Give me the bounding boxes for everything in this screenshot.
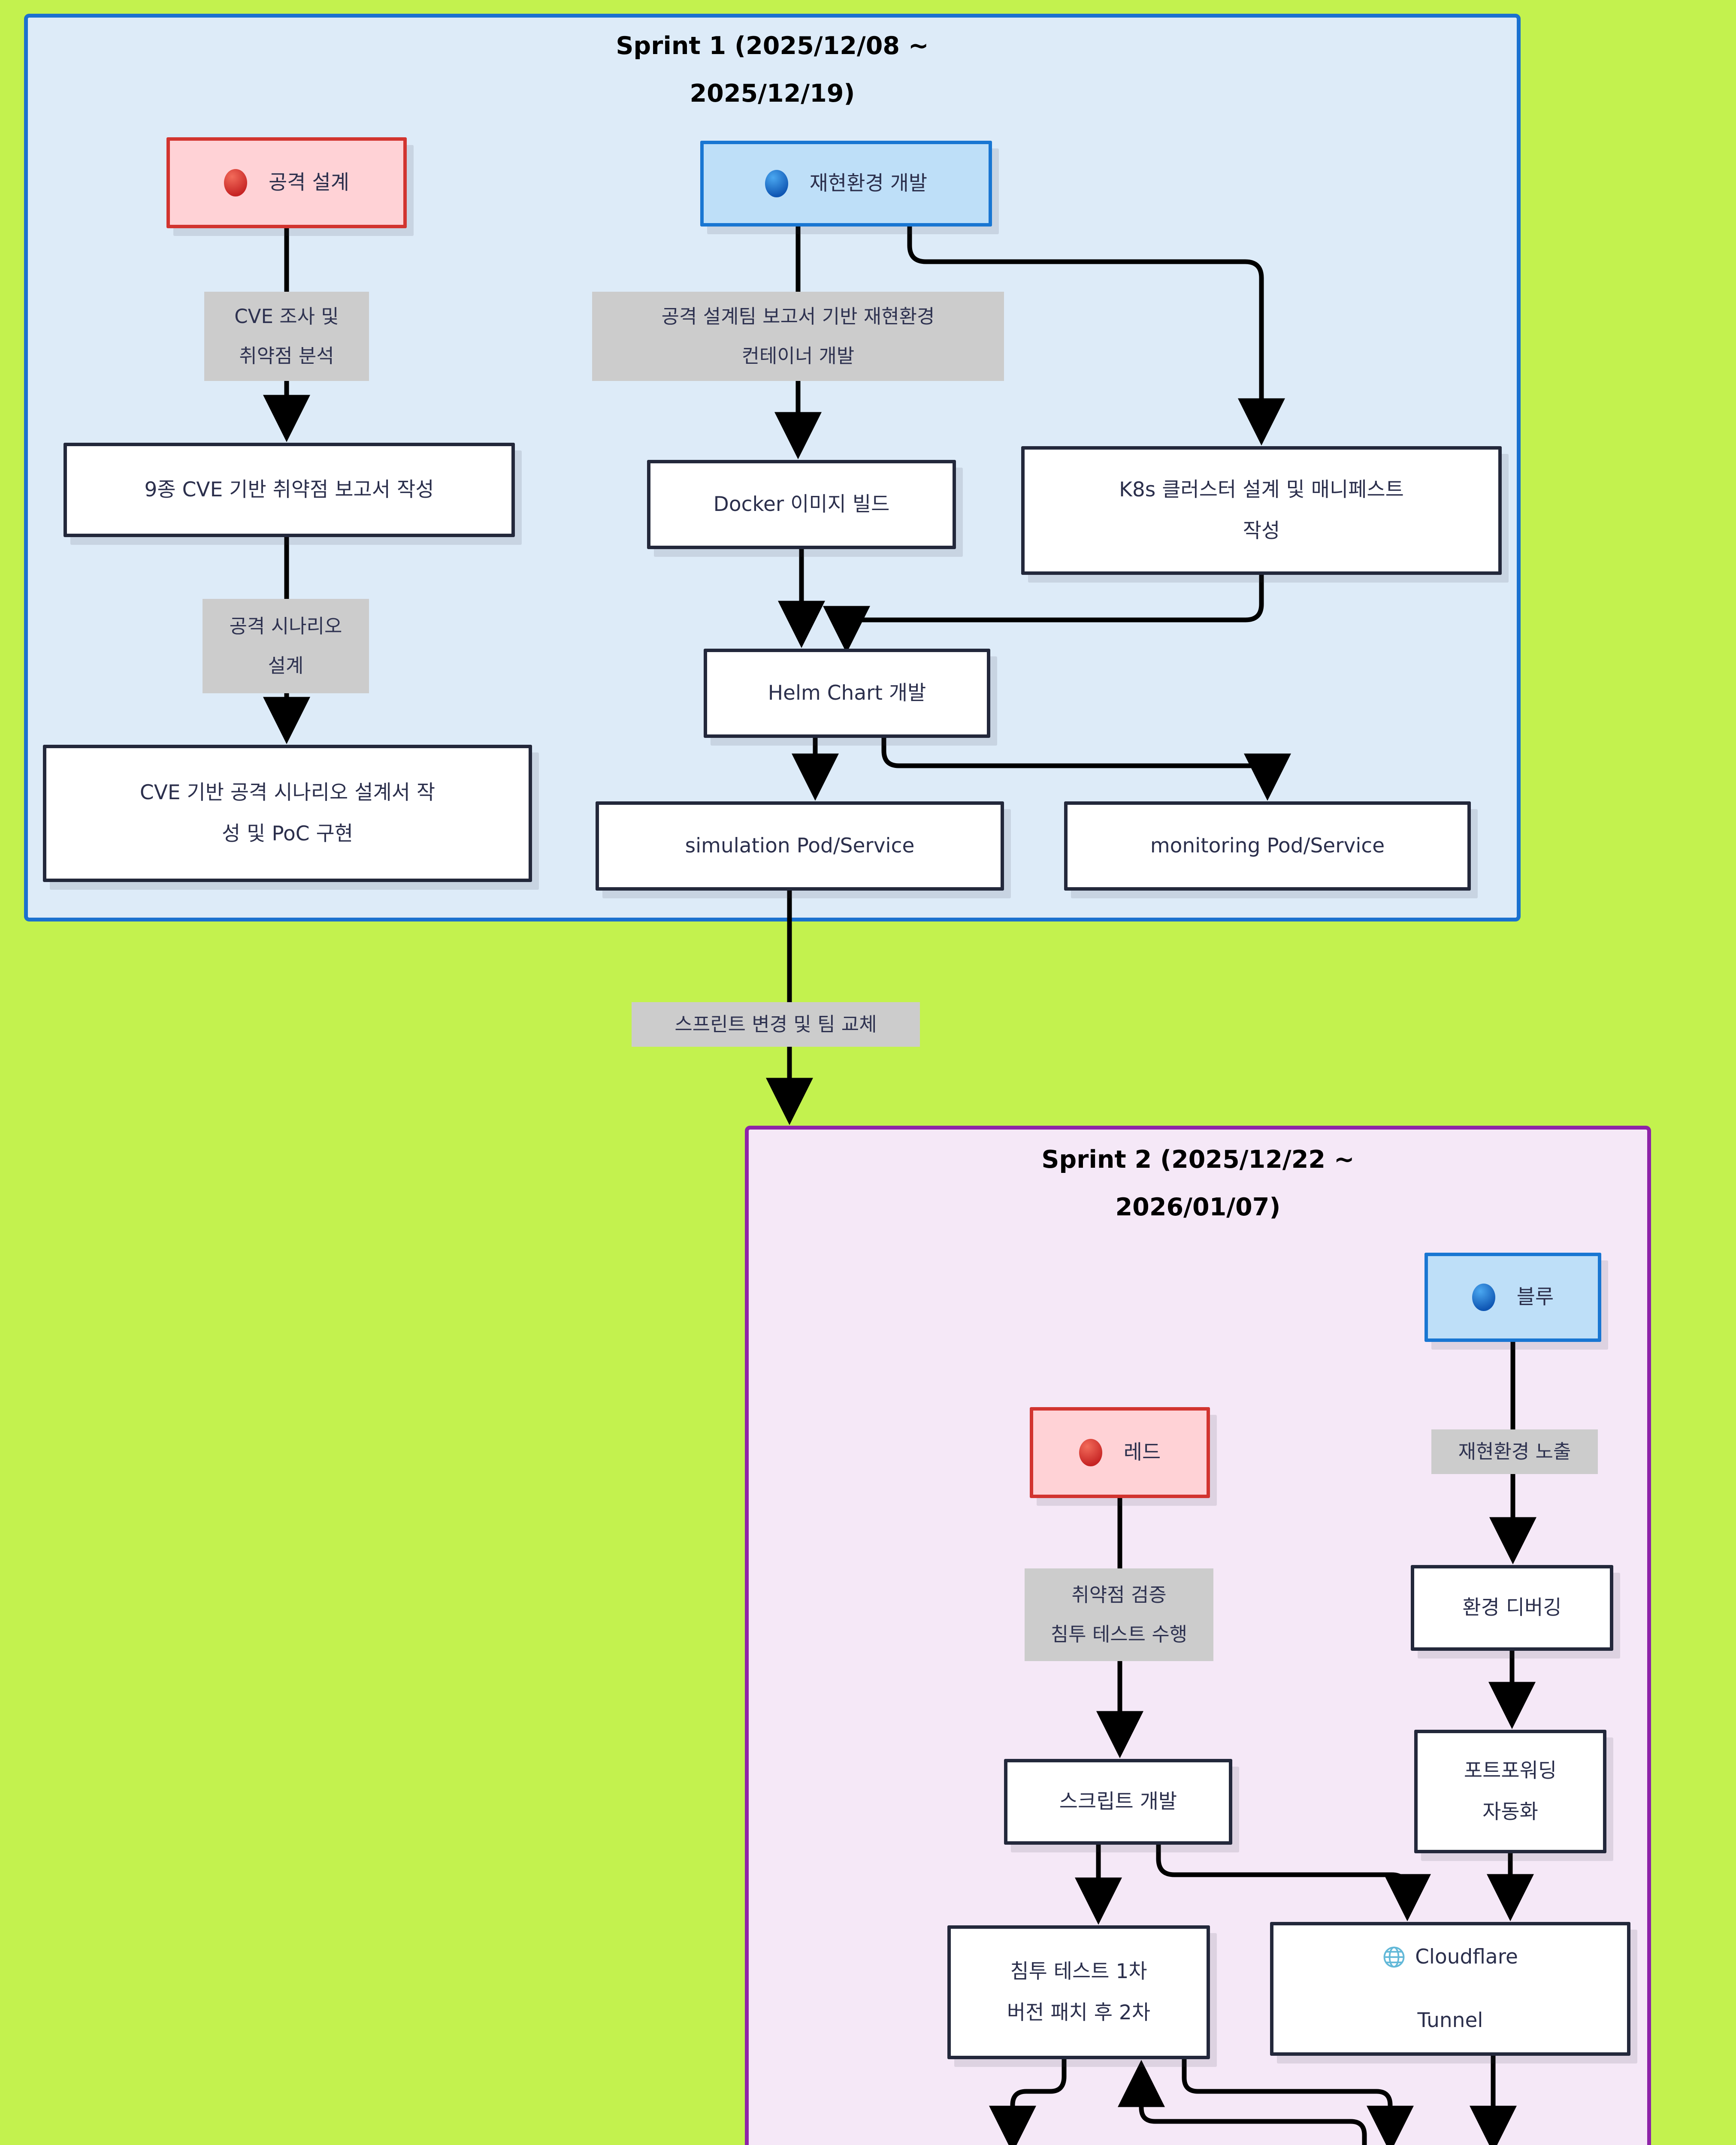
node-red-team: 레드 [1030,1407,1210,1498]
edge [1182,2059,1414,2145]
node-cve-report: 9종 CVE 기반 취약점 보고서 작성 [64,443,515,537]
edge [881,738,1291,801]
node-cloudflare-line2: Tunnel [1417,2009,1483,2032]
node-env-debug: 환경 디버깅 [1411,1565,1613,1651]
edge [823,575,1264,653]
sprint1-title: Sprint 1 (2025/12/08 ~ 2025/12/19) [616,32,929,108]
node-k8s-manifest: K8s 클러스터 설계 및 매니페스트 작성 [1021,446,1502,575]
node-monitoring: monitoring Pod/Service [1064,801,1471,891]
edge [989,2059,1067,2145]
edge-label-scenario-design: 공격 시나리오 설계 [203,599,369,693]
node-script-dev: 스크립트 개발 [1004,1759,1232,1845]
edge-label-cve-research: CVE 조사 및 취약점 분석 [204,292,369,381]
node-attack-design-label: 공격 설계 [269,170,349,194]
edge [1156,1845,1431,1921]
node-cloudflare: Cloudflare Tunnel [1270,1922,1630,2056]
node-port-forward: 포트포워딩 자동화 [1414,1730,1606,1853]
blue-circle-icon [1472,1284,1495,1311]
node-blue-team: 블루 [1424,1253,1601,1342]
node-blue-team-label: 블루 [1516,1285,1554,1309]
node-pentest: 침투 테스트 1차 버전 패치 후 2차 [947,1925,1210,2059]
node-env-dev-label: 재현환경 개발 [809,171,928,195]
red-circle-icon [1079,1439,1102,1466]
node-env-dev: 재현환경 개발 [700,141,992,227]
edge-label-container-dev: 공격 설계팀 보고서 기반 재현환경 컨테이너 개발 [592,292,1004,381]
node-cloudflare-line1: Cloudflare [1415,1945,1518,1969]
node-attack-design: 공격 설계 [166,137,407,228]
node-scenario-poc: CVE 기반 공격 시나리오 설계서 작 성 및 PoC 구현 [43,745,532,882]
edge-label-pentest-perform: 취약점 검증 침투 테스트 수행 [1025,1568,1213,1661]
red-circle-icon [224,169,248,196]
blue-circle-icon [765,170,788,197]
globe-icon [1383,1946,1405,1968]
edge [907,227,1285,446]
edge-label-transition: 스프린트 변경 및 팀 교체 [632,1002,920,1047]
node-red-team-label: 레드 [1123,1440,1161,1464]
edge [1118,2060,1367,2145]
node-helm-chart: Helm Chart 개발 [704,649,990,738]
sprint2-title: Sprint 2 (2025/12/22 ~ 2026/01/07) [1041,1145,1355,1222]
node-docker-build: Docker 이미지 빌드 [647,460,956,549]
node-simulation: simulation Pod/Service [596,801,1004,891]
edge-label-env-expose: 재현환경 노출 [1431,1429,1598,1474]
